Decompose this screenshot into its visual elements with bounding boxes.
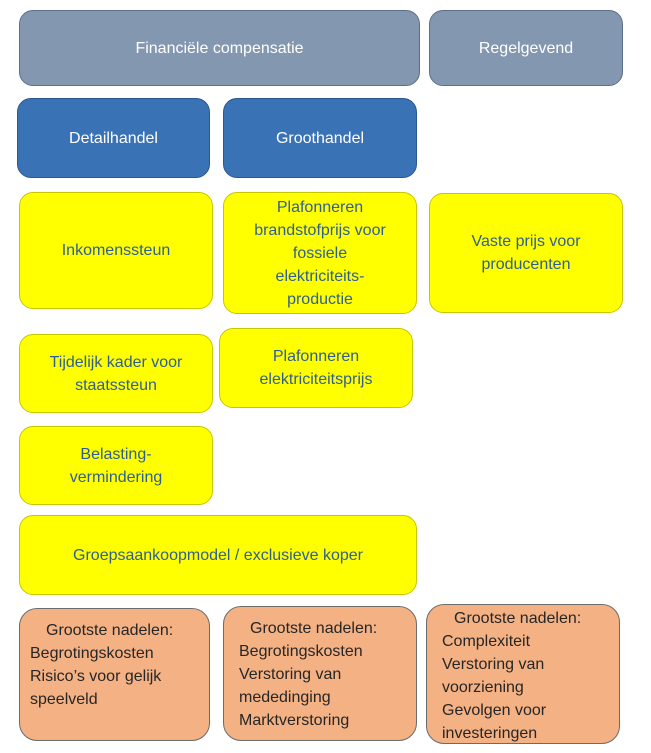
drawback-item: mededinging: [239, 689, 331, 706]
drawback-item: Begrotingskosten: [239, 643, 363, 660]
income-support-measure: Inkomenssteun: [19, 192, 213, 309]
drawback-item: voorziening: [442, 679, 524, 696]
fixed-price-measure: Vaste prijs voor producenten: [429, 193, 623, 313]
drawback-item: Verstoring van: [239, 666, 342, 683]
drawbacks-heading: Grootste nadelen:: [250, 620, 378, 637]
drawbacks-regulatory: Grootste nadelen: Complexiteit Verstorin…: [426, 604, 620, 744]
fuel-price-cap-label: Plafonneren brandstofprijs voor fossiele…: [254, 198, 386, 308]
fixed-price-label: Vaste prijs voor producenten: [471, 233, 581, 273]
drawbacks-wholesale: Grootste nadelen: Begrotingskosten Verst…: [223, 606, 417, 741]
tax-reduction-label: Belasting- vermindering: [69, 445, 163, 486]
state-aid-measure: Tijdelijk kader voor staatssteun: [19, 334, 213, 413]
financial-compensation-label: Financiële compensatie: [135, 39, 304, 57]
drawback-item: speelveld: [30, 691, 98, 708]
drawbacks-retail: Grootste nadelen: Begrotingskosten Risic…: [19, 608, 210, 741]
electricity-price-cap-measure: Plafonneren elektriciteitsprijs: [219, 328, 413, 408]
group-purchase-measure: Groepsaankoopmodel / exclusieve koper: [19, 515, 417, 595]
wholesale-label: Groothandel: [275, 129, 365, 147]
drawback-item: Marktverstoring: [239, 712, 350, 729]
drawback-item: Begrotingskosten: [30, 645, 154, 662]
group-purchase-label: Groepsaankoopmodel / exclusieve koper: [73, 546, 363, 564]
regulatory-header: Regelgevend: [429, 10, 623, 86]
drawbacks-heading: Grootste nadelen:: [46, 622, 174, 639]
income-support-label: Inkomenssteun: [61, 242, 171, 259]
electricity-price-cap-label: Plafonneren elektriciteitsprijs: [259, 348, 373, 388]
drawbacks-heading: Grootste nadelen:: [454, 610, 582, 627]
drawback-item: investeringen: [442, 725, 538, 742]
drawback-item: Gevolgen voor: [442, 702, 547, 719]
regulatory-label: Regelgevend: [478, 39, 574, 57]
tax-reduction-measure: Belasting- vermindering: [19, 426, 213, 505]
drawback-item: Risico’s voor gelijk: [30, 668, 162, 685]
wholesale-category: Groothandel: [223, 98, 417, 178]
financial-compensation-header: Financiële compensatie: [19, 10, 420, 86]
state-aid-label: Tijdelijk kader voor staatssteun: [49, 353, 183, 394]
drawback-item: Verstoring van: [442, 656, 545, 673]
retail-category: Detailhandel: [17, 98, 210, 178]
fuel-price-cap-measure: Plafonneren brandstofprijs voor fossiele…: [223, 192, 417, 314]
drawback-item: Complexiteit: [442, 633, 531, 650]
retail-label: Detailhandel: [69, 129, 158, 147]
